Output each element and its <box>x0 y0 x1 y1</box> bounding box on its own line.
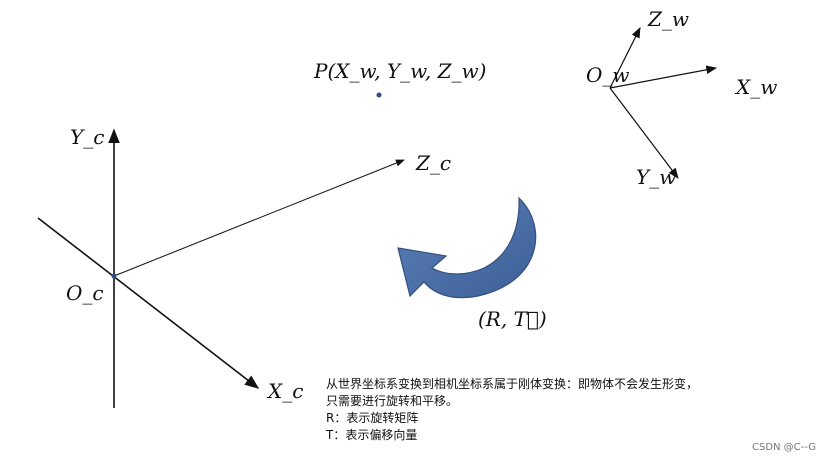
world-x-label: X_w <box>734 75 777 99</box>
caption-line-4: T：表示偏移向量 <box>326 428 418 442</box>
transform-label: (R, T⃗) <box>478 307 547 331</box>
world-x-axis <box>609 65 718 89</box>
camera-origin-label: O_c <box>66 281 104 305</box>
camera-z-axis <box>113 159 405 277</box>
caption-line-3: R：表示旋转矩阵 <box>326 411 419 425</box>
camera-x-axis <box>37 217 260 389</box>
world-origin-label: O_w <box>586 63 630 87</box>
point-p-label: P(X_w, Y_w, Z_w) <box>313 59 486 83</box>
camera-z-label: Z_c <box>415 151 451 175</box>
watermark: CSDN @C--G <box>751 442 816 453</box>
world-z-axis <box>609 27 641 89</box>
world-y-axis <box>609 87 679 179</box>
caption-line-1: 从世界坐标系变换到相机坐标系属于刚体变换：即物体不会发生形变， <box>326 377 699 391</box>
caption-line-2: 只需要进行旋转和平移。 <box>326 394 459 408</box>
camera-y-label: Y_c <box>70 125 104 149</box>
camera-origin-point <box>111 273 117 279</box>
curved-arrow-icon <box>397 196 537 299</box>
caption-text: 从世界坐标系变换到相机坐标系属于刚体变换：即物体不会发生形变， 只需要进行旋转和… <box>326 376 826 444</box>
camera-x-label: X_c <box>266 379 303 403</box>
world-z-label: Z_w <box>647 7 689 31</box>
world-y-label: Y_w <box>636 165 676 189</box>
point-p-dot <box>376 92 382 98</box>
